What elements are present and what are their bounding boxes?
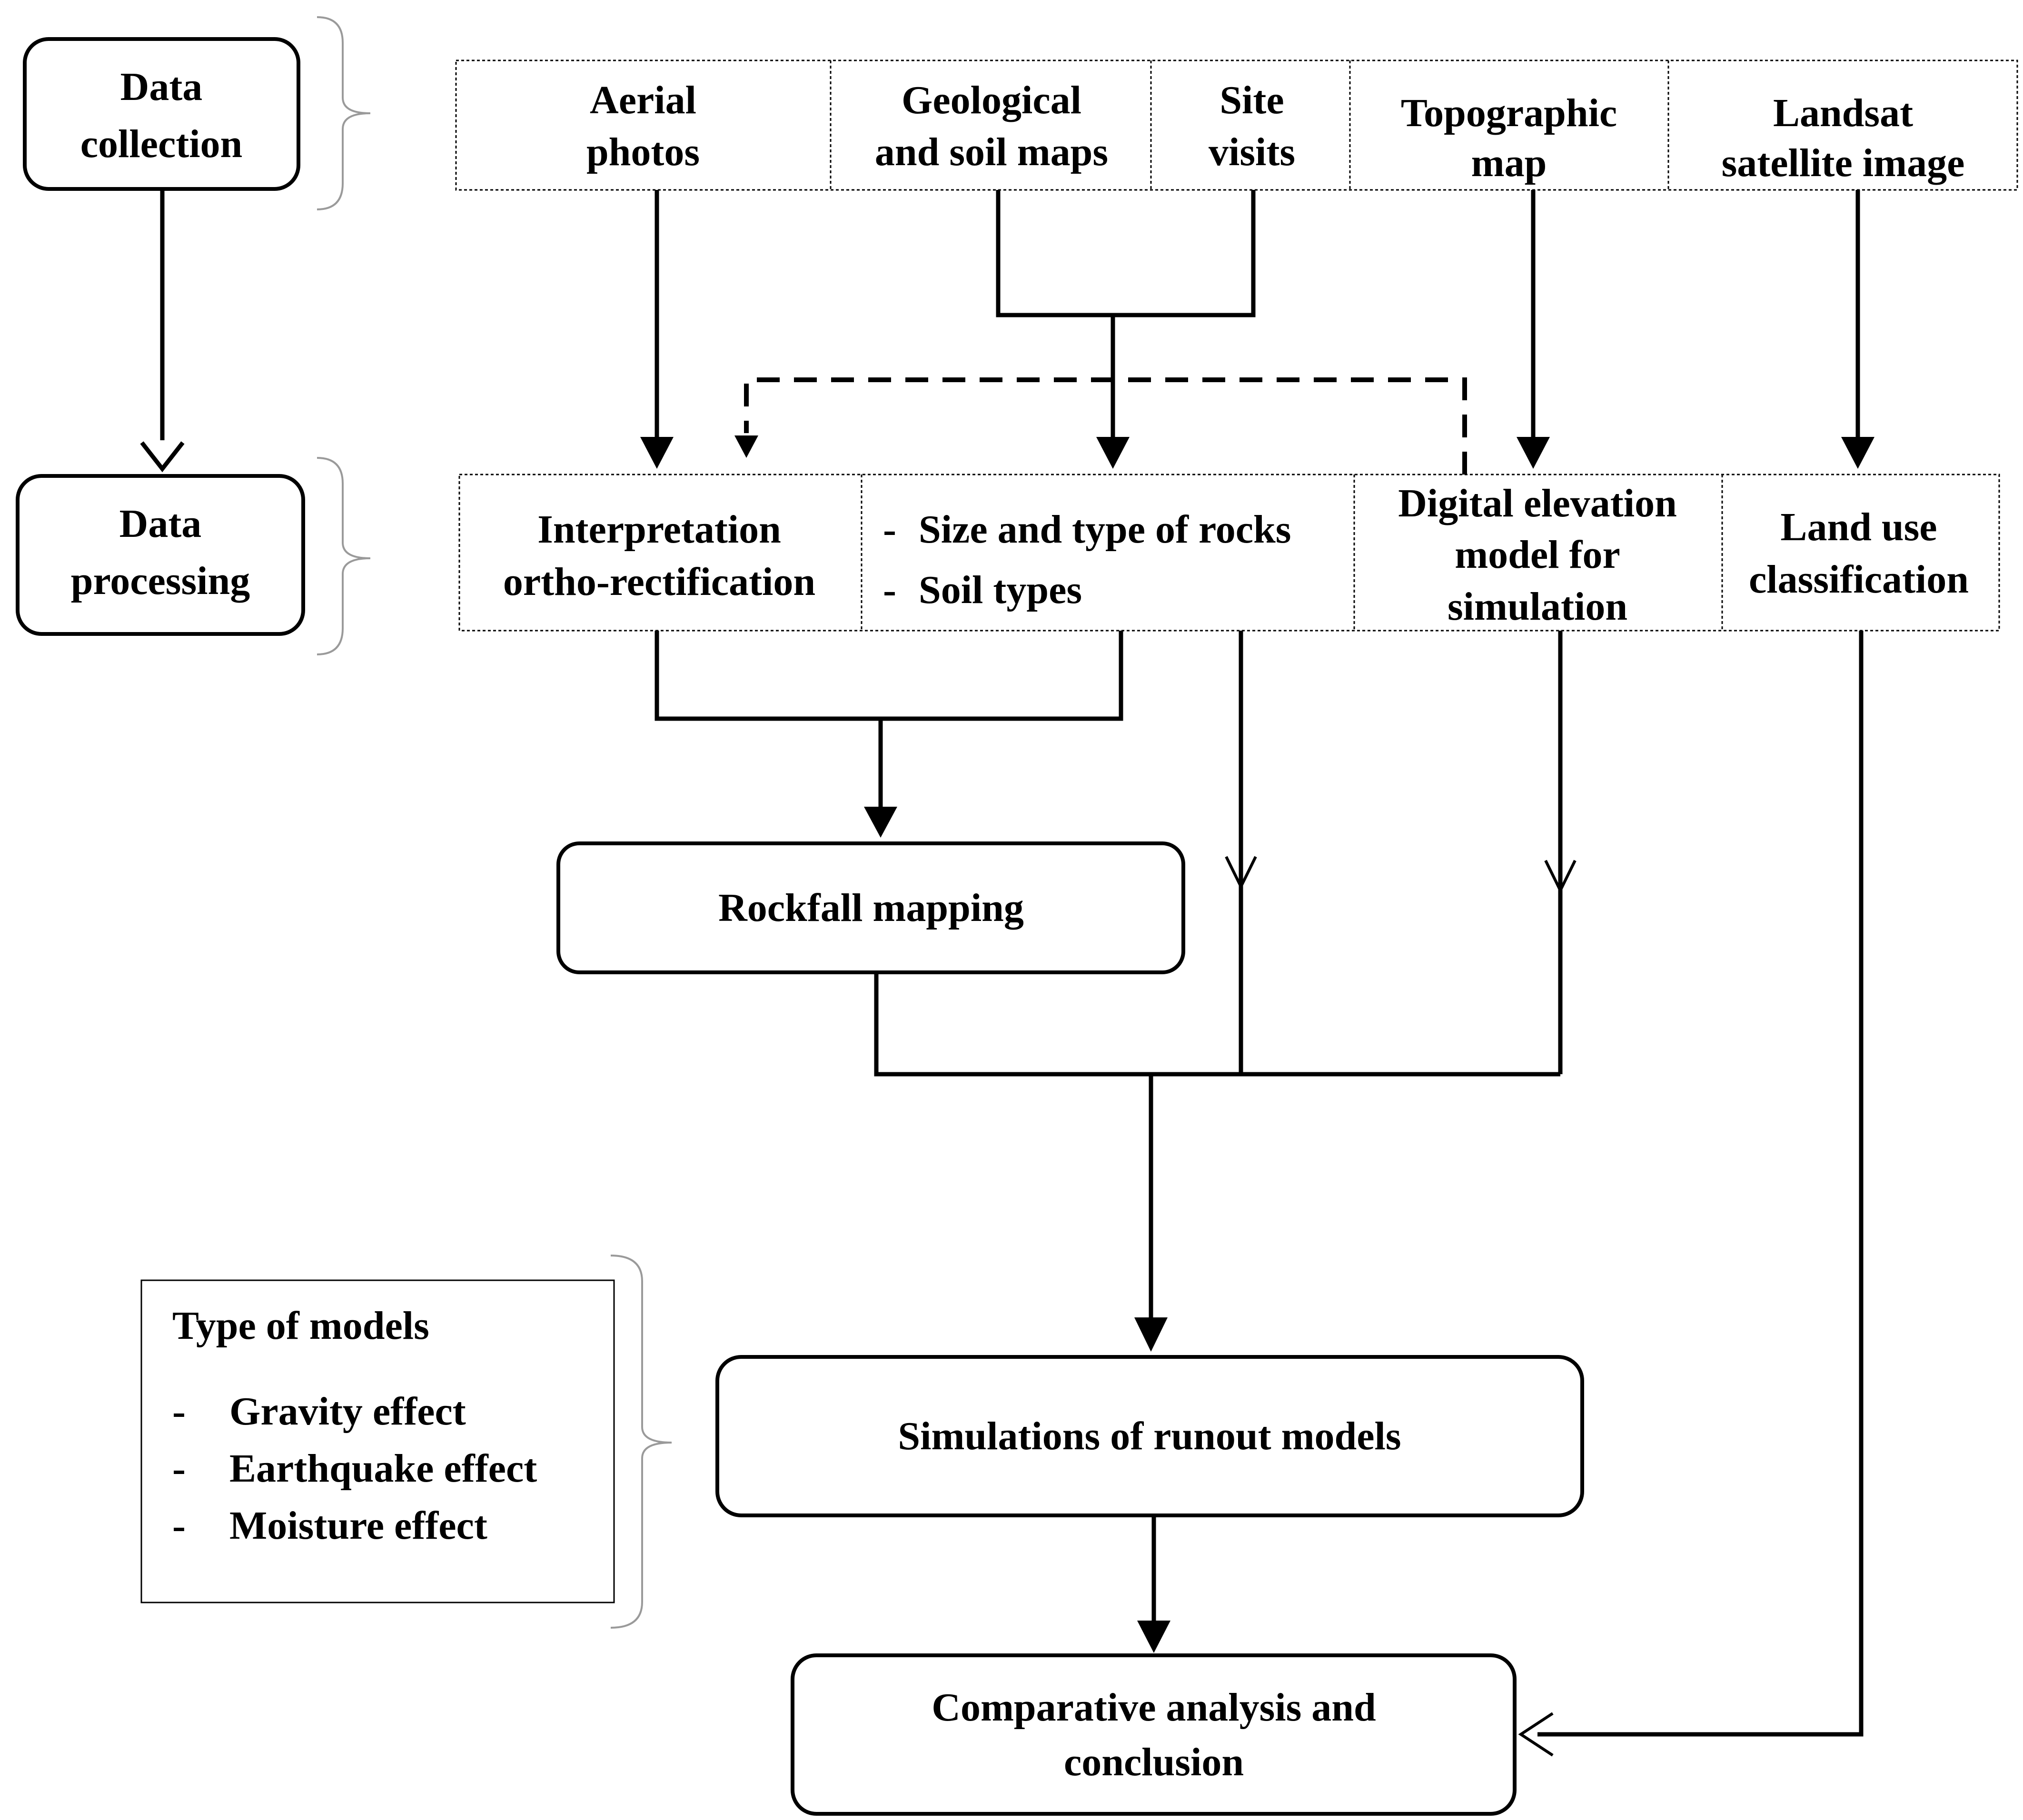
conclusion-line-1: Comparative analysis and	[932, 1685, 1376, 1730]
model-earthquake-effect: Earthquake effect	[229, 1446, 537, 1491]
aerial-photos-line-2: photos	[586, 130, 700, 174]
dem-line-1: Digital elevation	[1398, 481, 1677, 525]
models-bullet-1: -	[172, 1389, 186, 1434]
source-topographic-map: Topographic map	[1401, 91, 1617, 185]
conclusion-line-2: conclusion	[1064, 1740, 1244, 1784]
stage-arrow	[140, 189, 185, 473]
interpretation-line-1: Interpretation	[537, 507, 781, 552]
brace-collection	[317, 16, 371, 210]
topographic-map-line-2: map	[1471, 141, 1547, 185]
stage-processing-line-1: Data	[119, 502, 202, 546]
simulations-label: Simulations of runout models	[898, 1414, 1401, 1458]
data-collection-row: Aerial photos Geological and soil maps S…	[455, 59, 2018, 191]
rockfall-mapping-label: Rockfall mapping	[718, 886, 1024, 930]
landsat-line-1: Landsat	[1773, 91, 1913, 135]
stage-processing-line-2: processing	[71, 559, 250, 603]
arrow-simulations-to-conclusion	[1137, 1515, 1170, 1653]
landsat-line-2: satellite image	[1722, 141, 1965, 185]
dashed-arrow-dem-to-interpretation	[734, 377, 1467, 475]
arrow-maps-visits-to-rocks	[996, 190, 1256, 469]
source-geological-soil-maps: Geological and soil maps	[875, 78, 1108, 174]
model-moisture-effect: Moisture effect	[229, 1503, 487, 1548]
geological-maps-line-2: and soil maps	[875, 130, 1108, 174]
model-gravity-effect: Gravity effect	[229, 1389, 466, 1434]
line-dem-to-merge	[1544, 631, 1577, 1074]
arrow-topographic-to-dem	[1517, 190, 1550, 469]
line-rocks-to-merge	[1225, 631, 1257, 1074]
site-visits-line-2: visits	[1209, 130, 1295, 174]
models-bullet-3: -	[172, 1503, 186, 1548]
arrow-land-use-to-conclusion	[1518, 631, 1864, 1757]
rocks-item-soil-types: Soil types	[919, 568, 1082, 612]
brace-models	[610, 1255, 672, 1629]
proc-interpretation: Interpretation ortho-rectification	[503, 507, 815, 604]
source-aerial-photos: Aerial photos	[586, 78, 700, 174]
rockfall-mapping-box: Rockfall mapping	[556, 841, 1185, 974]
land-use-line-2: classification	[1749, 557, 1969, 602]
dem-line-2: model for	[1455, 533, 1620, 577]
arrow-aerial-to-interpretation	[640, 190, 674, 469]
proc-dem: Digital elevation model for simulation	[1398, 481, 1677, 629]
proc-rocks-soil: - Size and type of rocks - Soil types	[883, 507, 1291, 612]
brace-processing	[317, 457, 371, 655]
stage-collection-line-1: Data	[120, 65, 203, 109]
conclusion-box: Comparative analysis and conclusion	[791, 1653, 1517, 1816]
stage-data-processing: Data processing	[16, 474, 305, 636]
models-title: Type of models	[172, 1304, 429, 1348]
merge-to-simulations	[874, 972, 1560, 1352]
models-box: Type of models - Gravity effect - Earthq…	[140, 1279, 615, 1603]
rocks-bullet-2: -	[883, 568, 896, 612]
models-bullet-2: -	[172, 1446, 186, 1491]
land-use-line-1: Land use	[1780, 505, 1937, 549]
rocks-bullet-1: -	[883, 507, 896, 552]
arrow-processing-to-rockfall	[654, 631, 1123, 838]
topographic-map-line-1: Topographic	[1401, 91, 1617, 135]
geological-maps-line-1: Geological	[902, 78, 1081, 122]
aerial-photos-line-1: Aerial	[590, 78, 696, 122]
arrow-landsat-to-land-use	[1841, 190, 1874, 469]
dem-line-3: simulation	[1448, 584, 1627, 629]
source-site-visits: Site visits	[1209, 78, 1295, 174]
interpretation-line-2: ortho-rectification	[503, 560, 815, 604]
stage-collection-line-2: collection	[80, 122, 243, 166]
rocks-item-size-type: Size and type of rocks	[919, 507, 1291, 552]
stage-data-collection: Data collection	[23, 37, 300, 191]
proc-land-use: Land use classification	[1749, 505, 1969, 602]
source-landsat-image: Landsat satellite image	[1722, 91, 1965, 185]
data-processing-row: Interpretation ortho-rectification - Siz…	[458, 474, 2000, 632]
simulations-box: Simulations of runout models	[715, 1355, 1584, 1517]
site-visits-line-1: Site	[1220, 78, 1284, 122]
